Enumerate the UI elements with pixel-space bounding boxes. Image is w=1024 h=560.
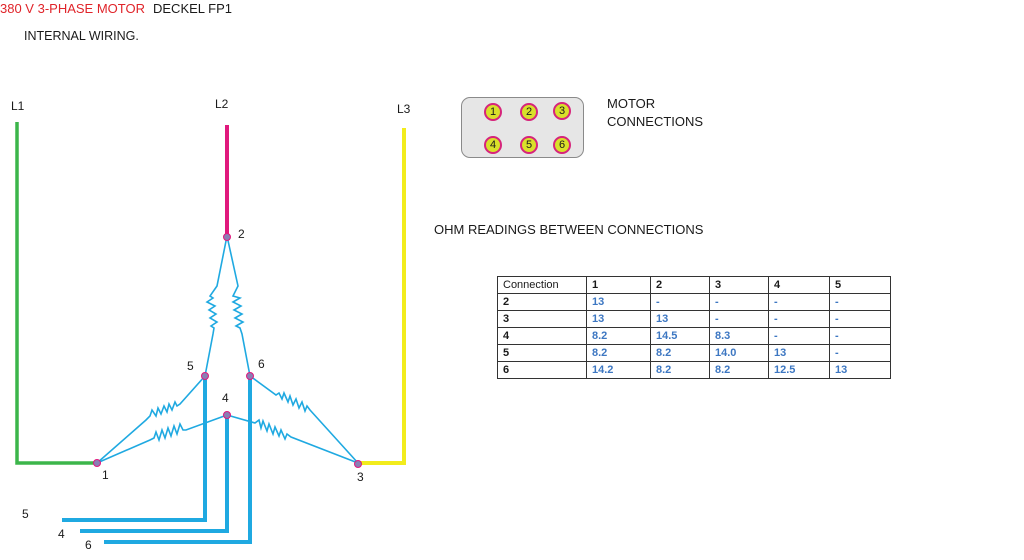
header-cell: 4 [768,276,830,294]
node-1 [93,459,101,467]
motor-connections-label-line1: MOTOR [607,96,656,111]
L3-wire [358,128,406,465]
lead-label-5: 5 [22,507,29,521]
node-label-1: 1 [102,468,109,482]
table-cell: - [709,310,769,328]
table-header-row: Connection 1 2 3 4 5 [497,276,891,294]
pin-6: 6 [553,136,571,154]
node-label-3: 3 [357,470,364,484]
table-cell: 8.2 [586,327,651,345]
diagram-subtitle: INTERNAL WIRING. [24,29,139,43]
table-cell: - [709,293,769,311]
winding-2-5 [204,235,228,377]
winding-1-5 [96,375,206,464]
row-header: 5 [497,344,587,362]
node-6 [246,372,254,380]
lead-wire-5 [62,376,207,522]
winding-6-3 [249,375,359,464]
table-row: 2 13 - - - - [497,293,891,311]
winding-1-4 [96,414,228,464]
ohm-table-title: OHM READINGS BETWEEN CONNECTIONS [434,222,704,237]
table-cell: 8.3 [709,327,769,345]
row-header: 3 [497,310,587,328]
table-cell: - [829,327,891,345]
winding-4-3 [226,414,359,464]
pin-2: 2 [520,103,538,121]
table-cell: 8.2 [709,361,769,379]
table-row: 5 8.2 8.2 14.0 13 - [497,344,891,362]
winding-group [96,235,359,464]
pin-4: 4 [484,136,502,154]
table-cell: 8.2 [650,361,710,379]
table-cell: 13 [586,293,651,311]
table-cell: 13 [768,344,830,362]
motor-connection-block: 1 2 3 4 5 6 [461,97,584,158]
row-header: 4 [497,327,587,345]
table-cell: - [829,310,891,328]
table-cell: 13 [586,310,651,328]
table-cell: 12.5 [768,361,830,379]
winding-2-6 [226,235,251,377]
node-3 [354,460,362,468]
header-cell: 3 [709,276,769,294]
lead-wire-6 [104,376,252,544]
table-row: 3 13 13 - - - [497,310,891,328]
table-row: 6 14.2 8.2 8.2 12.5 13 [497,361,891,379]
row-header: 2 [497,293,587,311]
table-cell: - [768,310,830,328]
node-4 [223,411,231,419]
row-header: 6 [497,361,587,379]
header-cell: Connection [497,276,587,294]
table-cell: 8.2 [586,344,651,362]
table-cell: 13 [650,310,710,328]
table-cell: - [829,344,891,362]
table-cell: 14.2 [586,361,651,379]
pin-1: 1 [484,103,502,121]
label-L1: L1 [11,99,25,113]
label-L3: L3 [397,102,411,116]
lead-label-6: 6 [85,538,92,552]
motor-connections-label: MOTOR CONNECTIONS [607,95,703,131]
header-cell: 5 [829,276,891,294]
machine-name: DECKEL FP1 [153,1,232,16]
header-cell: 1 [586,276,651,294]
label-L2: L2 [215,97,229,111]
ohm-readings-table: Connection 1 2 3 4 5 2 13 - - - - 3 13 1… [497,276,891,379]
pin-5: 5 [520,136,538,154]
table-cell: - [829,293,891,311]
lead-label-4: 4 [58,527,65,541]
table-cell: - [768,293,830,311]
table-cell: - [650,293,710,311]
table-row: 4 8.2 14.5 8.3 - - [497,327,891,345]
table-cell: - [768,327,830,345]
lead-wires [62,376,252,544]
motor-title: 380 V 3-PHASE MOTOR [0,1,145,16]
table-cell: 8.2 [650,344,710,362]
motor-connections-label-line2: CONNECTIONS [607,114,704,129]
node-label-2: 2 [238,227,245,241]
node-5 [201,372,209,380]
node-2 [223,233,231,241]
node-label-4: 4 [222,391,229,405]
header-cell: 2 [650,276,710,294]
table-cell: 14.0 [709,344,769,362]
winding-nodes [93,233,362,468]
table-cell: 14.5 [650,327,710,345]
lead-wire-4 [80,415,229,533]
pin-3: 3 [553,102,571,120]
node-label-6: 6 [258,357,265,371]
table-cell: 13 [829,361,891,379]
node-label-5: 5 [187,359,194,373]
L1-wire [15,122,97,465]
